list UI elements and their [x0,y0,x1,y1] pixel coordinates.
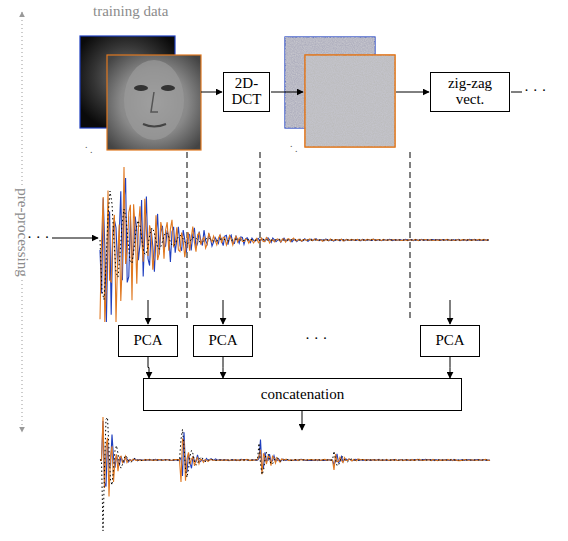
signal-trace [100,167,489,322]
heading-label: training data [93,3,168,20]
box-label: PCA [133,333,162,349]
arrow [148,300,149,324]
signal-trace [100,417,490,531]
arrow [511,92,522,93]
svg-text:.: . [90,144,93,155]
arrow [223,300,224,324]
signal-trace [100,191,490,300]
arrow [450,300,451,324]
arrow [52,238,98,239]
svg-text:.: . [290,138,293,149]
box-label: 2D- DCT [229,76,265,108]
signal-trace [100,421,490,487]
arrow [201,92,222,93]
box-label: PCA [435,333,464,349]
signal-plots [100,167,490,531]
ellipsis: · · · [524,82,547,99]
split-line [410,152,411,318]
box-label: zig-zag vect. [439,76,501,108]
box-label: concatenation [261,387,344,403]
arrow [396,92,429,93]
arrow [302,411,303,430]
split-line [260,152,261,318]
arrow [271,92,303,93]
connector-arrow [223,357,224,378]
signal-trace [100,178,489,322]
process-box: PCA [118,325,178,357]
dct-images: .. [285,37,395,154]
ellipsis: · · · [305,330,328,347]
ellipsis: · · · [27,229,50,246]
face-images: .. [80,36,201,155]
signal-trace [100,417,490,496]
process-box: concatenation [143,378,462,411]
process-box: zig-zag vect. [430,72,510,112]
svg-text:.: . [295,143,298,154]
svg-text:.: . [85,139,88,150]
connector-arrow [148,357,149,378]
process-box: 2D- DCT [223,72,270,112]
connector-arrow [450,357,451,378]
process-box: PCA [420,325,480,357]
process-box: PCA [193,325,253,357]
box-label: PCA [208,333,237,349]
